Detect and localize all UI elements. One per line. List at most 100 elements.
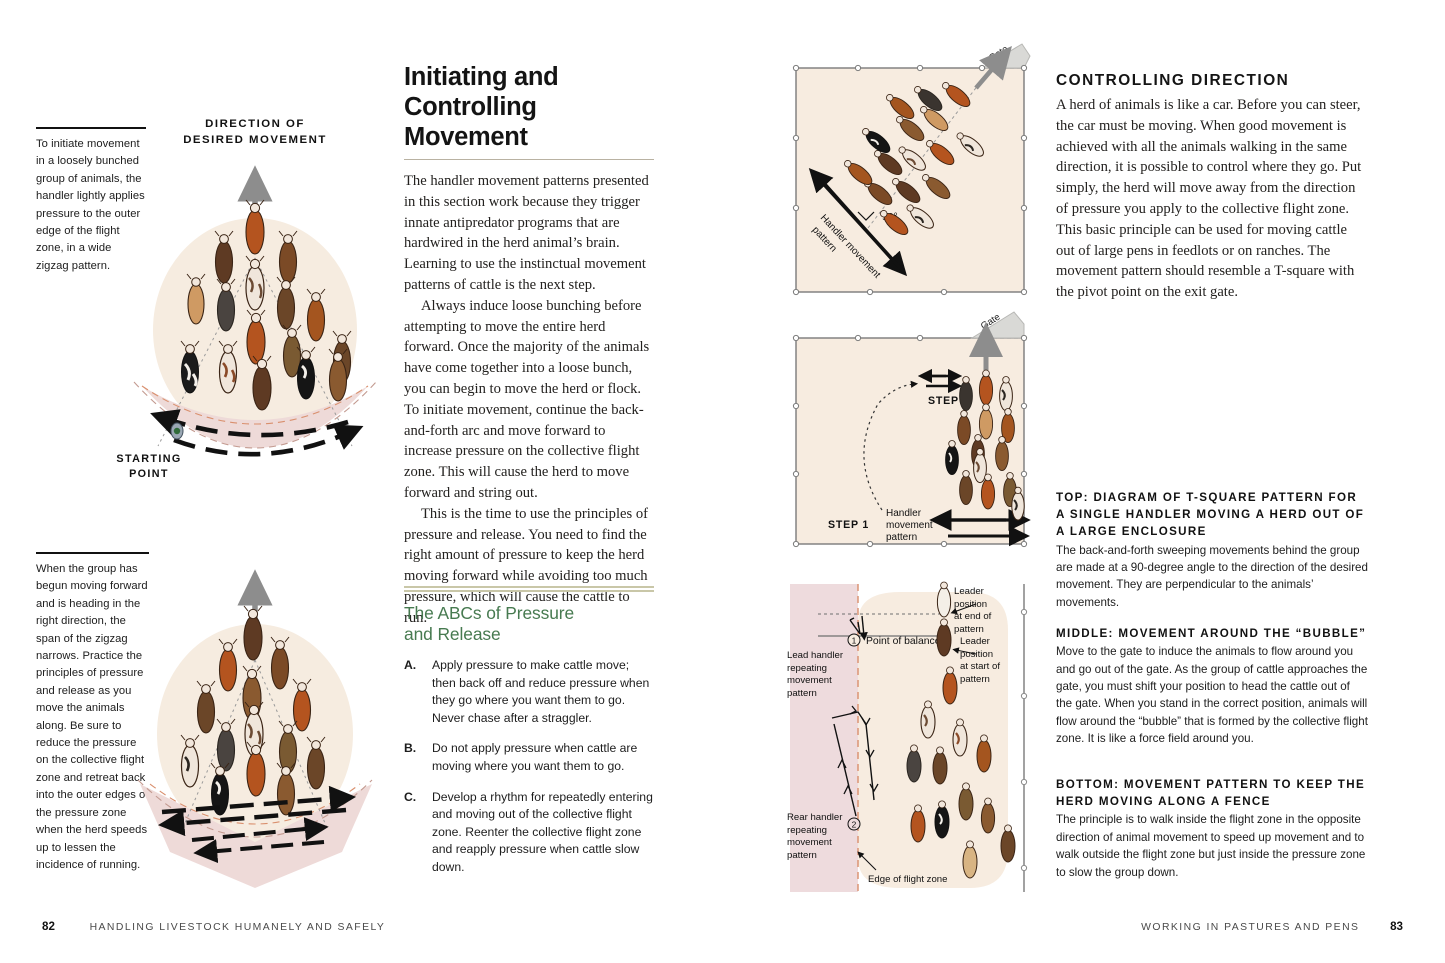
- leader-end-line2: position: [954, 598, 988, 610]
- diagram-bubble-steps: Gate STEP 2 STEP 1 Handler movem: [786, 308, 1034, 558]
- cattle-herd-fence: [906, 581, 1016, 879]
- abc-letter: C.: [404, 789, 417, 804]
- lead-handler-arrow: [859, 615, 868, 641]
- lead-handler-line2: repeating: [787, 662, 828, 674]
- lead-handler-label: Lead handler repeating movement pattern: [787, 650, 855, 700]
- marker-2-label: 2: [852, 820, 857, 830]
- article-paragraph: Always induce loose bunching before atte…: [404, 297, 650, 501]
- fence-posts: [792, 334, 1028, 548]
- marker-2-circle: [847, 817, 861, 831]
- figure-caption-head: BOTTOM: MOVEMENT PATTERN TO KEEP THE HER…: [1056, 778, 1366, 809]
- pressure-zone-inner-dash: [141, 385, 369, 425]
- pressure-zone-band: [790, 584, 858, 892]
- rear-handler-line4: pattern: [787, 849, 817, 861]
- handler-label-line1: Handler: [886, 508, 922, 519]
- direction-heading-line2: DESIRED MOVEMENT: [183, 134, 327, 146]
- direction-heading: DIRECTION OF DESIRED MOVEMENT: [170, 116, 340, 148]
- starting-point-line1: STARTING: [116, 453, 182, 465]
- leader-end-line1: Leader: [954, 586, 984, 597]
- rear-handler-line3: movement: [787, 837, 832, 849]
- abc-list-item: B. Do not apply pressure when cattle are…: [404, 740, 654, 775]
- footer-left: 82 HANDLING LIVESTOCK HUMANELY AND SAFEL…: [42, 920, 385, 933]
- article-paragraph: This is the time to use the principles o…: [404, 505, 648, 626]
- marker-1-circle: [847, 633, 861, 647]
- step1-label: STEP 1: [828, 519, 869, 531]
- section-body: A herd of animals is like a car. Before …: [1056, 97, 1362, 301]
- caption-text: When the group has begun moving forward …: [36, 563, 149, 871]
- rear-handler-label: Rear handler repeating movement pattern: [787, 812, 855, 862]
- abc-double-rule: [404, 586, 654, 592]
- caption-narrowing-zigzag: When the group has begun moving forward …: [36, 552, 149, 874]
- caption-initiate-movement: To initiate movement in a loosely bunche…: [36, 127, 146, 275]
- leader-start-line4: pattern: [960, 673, 990, 685]
- right-angle-mark: [857, 211, 875, 221]
- folio-left: 82: [42, 920, 55, 933]
- diagram-wide-zigzag: [120, 110, 390, 490]
- zigzag-arrow-3: [191, 817, 329, 842]
- figure-caption-middle: MIDDLE: MOVEMENT AROUND THE “BUBBLE” Mov…: [1056, 625, 1368, 748]
- leader-end-label: Leader position at end of pattern: [954, 586, 1020, 636]
- abc-text: Do not apply pressure when cattle are mo…: [432, 741, 638, 773]
- page-title-line1: Initiating and: [404, 63, 559, 91]
- running-head-left: HANDLING LIVESTOCK HUMANELY AND SAFELY: [89, 922, 386, 933]
- abc-letter: B.: [404, 741, 417, 756]
- lead-handler-line1: Lead handler: [787, 650, 844, 661]
- caption-rule: [36, 552, 149, 554]
- leader-start-label: Leader position at start of pattern: [960, 636, 1022, 686]
- cone-right-guide: [254, 257, 353, 447]
- step2-label: STEP 2: [928, 395, 969, 407]
- leader-start-line2: position: [960, 648, 994, 660]
- figure-caption-head: MIDDLE: MOVEMENT AROUND THE “BUBBLE”: [1056, 627, 1367, 640]
- abc-letter: A.: [404, 658, 417, 672]
- page-title: Initiating and Controlling Movement: [404, 62, 654, 152]
- zigzag-arrow-2: [157, 807, 347, 837]
- rear-handler-line2: repeating: [787, 824, 828, 836]
- leader-end-line4: pattern: [954, 623, 984, 635]
- title-rule: [404, 159, 654, 160]
- abc-text: Develop a rhythm for repeatedly entering…: [432, 789, 653, 874]
- direction-heading-line1: DIRECTION OF: [205, 118, 305, 130]
- zigzag-arrow-1: [161, 785, 357, 815]
- pressure-zone-outer-dash: [133, 381, 377, 449]
- starting-point-line2: POINT: [129, 467, 169, 480]
- edge-of-flight-zone-label: Edge of flight zone: [868, 874, 948, 885]
- cattle-herd: [180, 605, 326, 816]
- cattle-herd-diagonal: [844, 82, 984, 235]
- edge-pointer-arrow: [857, 851, 877, 871]
- cattle-herd: [180, 199, 352, 411]
- cattle-herd-column: [945, 369, 1025, 521]
- caption-rule: [36, 127, 146, 129]
- fence-posts: [1020, 608, 1028, 872]
- figure-caption-body: The back-and-forth sweeping movements be…: [1056, 543, 1368, 609]
- leader-start-pointer: [952, 647, 977, 655]
- abc-text: Apply pressure to make cattle move; then…: [432, 658, 650, 725]
- handler-label-line2: movement: [886, 520, 933, 531]
- caption-text: To initiate movement in a loosely bunche…: [36, 138, 145, 272]
- point-of-balance-label: Point of balance: [866, 636, 941, 647]
- cone-right-guide: [254, 659, 329, 831]
- diagram-t-square-pen: Gate 90° Handler movement pattern: [786, 42, 1034, 304]
- abc-title-line1: The ABCs of Pressure: [404, 603, 575, 623]
- diagram-fence-movement: 1 Point of balance 2: [788, 578, 1038, 896]
- rear-handler-line1: Rear handler: [787, 812, 843, 823]
- starting-point-label: STARTING POINT: [106, 452, 192, 481]
- figure-caption-top: TOP: DIAGRAM OF T-SQUARE PATTERN FOR A S…: [1056, 489, 1368, 611]
- marker-1-label: 1: [852, 636, 857, 646]
- abc-title-line2: and Release: [404, 624, 501, 644]
- herd-exit-arrow: [974, 46, 1012, 90]
- leader-start-line3: at start of: [960, 661, 1000, 673]
- leader-start-line1: Leader: [960, 636, 990, 647]
- handler-arrow-up: [808, 167, 906, 274]
- lead-handler-path-b: [849, 617, 855, 621]
- figure-caption-body: The principle is to walk inside the flig…: [1056, 813, 1366, 879]
- abc-list-item: C. Develop a rhythm for repeatedly enter…: [404, 789, 654, 877]
- article-column: Initiating and Controlling Movement The …: [404, 62, 654, 629]
- section-heading: CONTROLLING DIRECTION: [1056, 72, 1290, 89]
- abc-title: The ABCs of Pressure and Release: [404, 603, 654, 645]
- page-title-line2: Controlling Movement: [404, 93, 537, 151]
- figure-caption-head: TOP: DIAGRAM OF T-SQUARE PATTERN FOR A S…: [1056, 491, 1365, 539]
- rear-handler-return: [833, 723, 857, 817]
- diagram-narrow-zigzag: [120, 512, 390, 892]
- pen-enclosure: [795, 67, 1025, 293]
